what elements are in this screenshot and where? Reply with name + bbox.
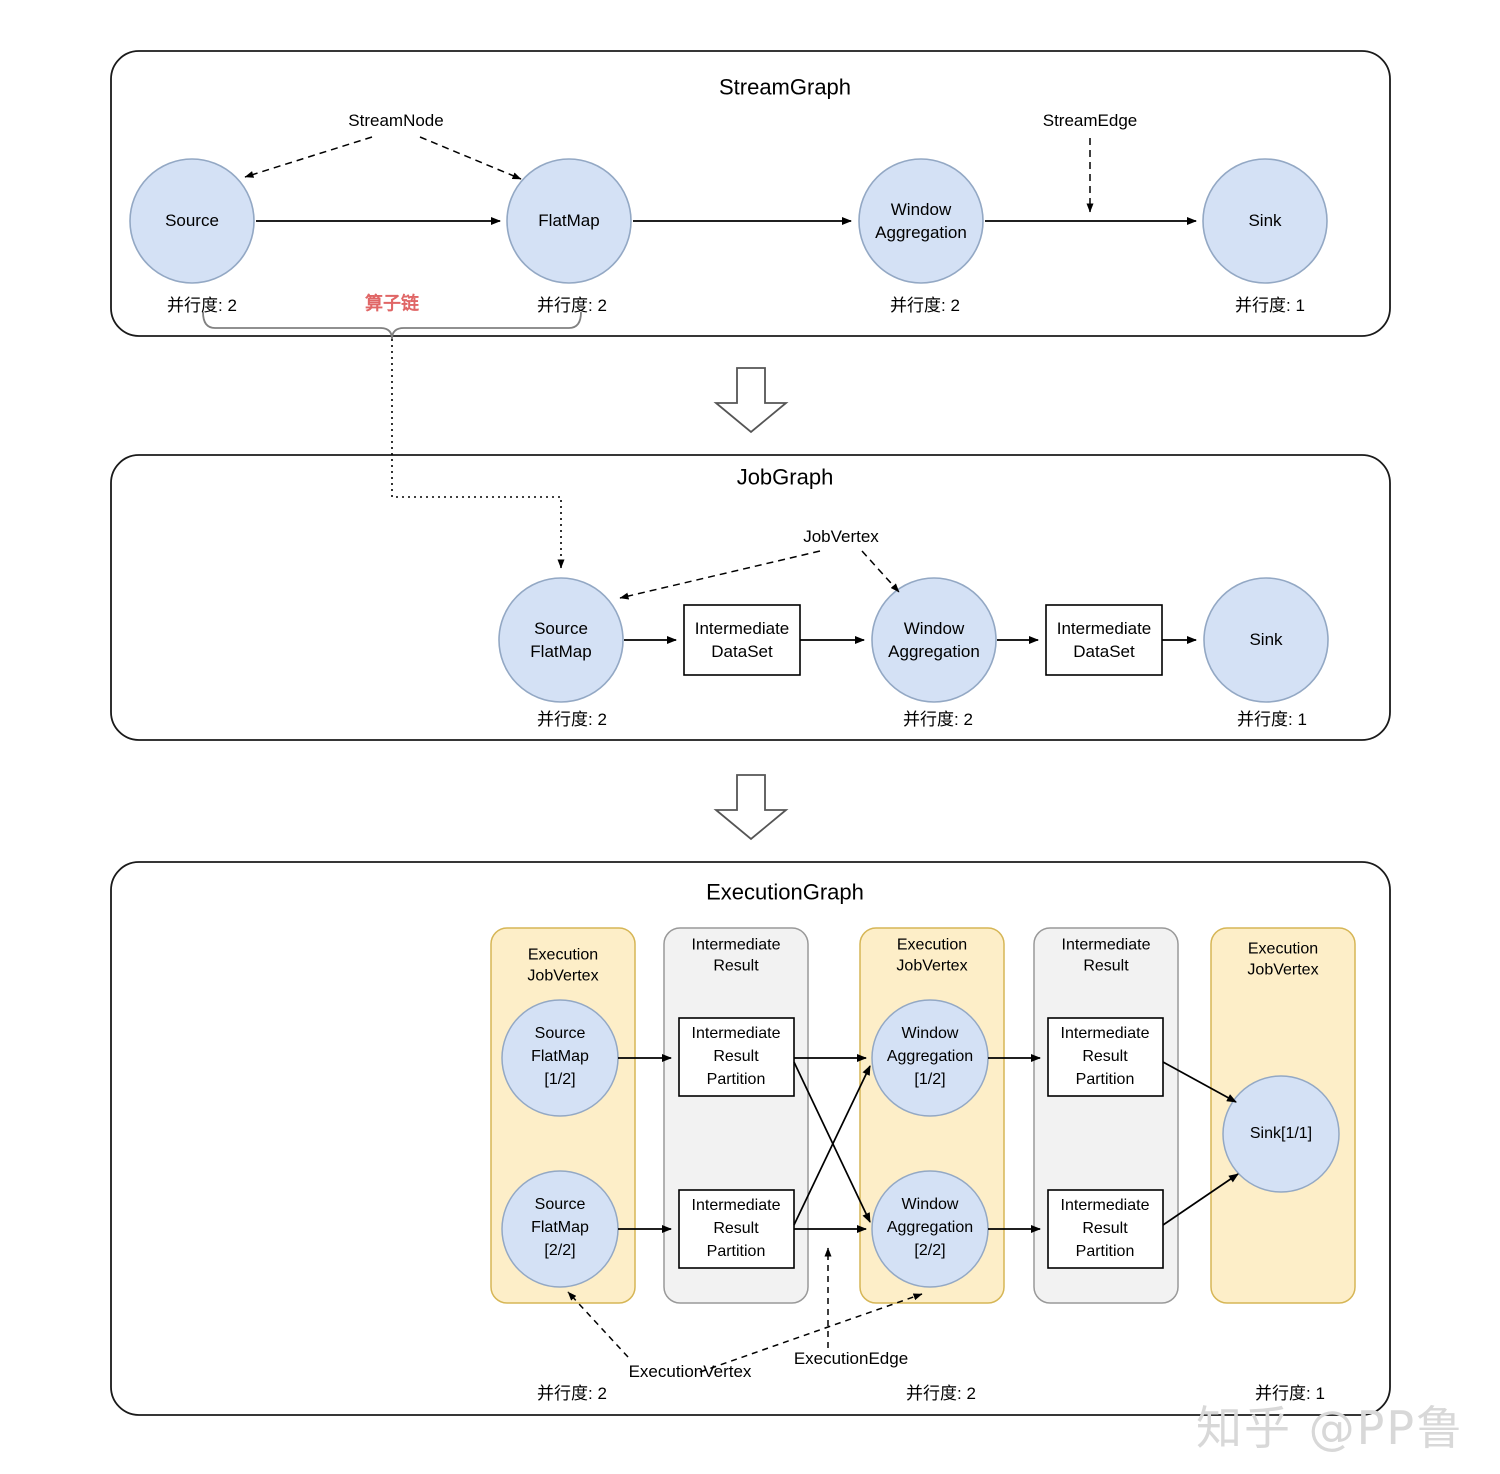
streamgraph-parallelism-window: 并行度: 2 [890,296,960,316]
execgraph-edge-p4-sink [1162,1173,1239,1226]
execgraph-vertex1-line1: Source [534,1024,586,1042]
execgraph-partition2-line2: Result [713,1219,759,1237]
watermark: 知乎 @PP鲁 [1196,1401,1465,1455]
executiongraph-col5-header-line1: Execution [1247,940,1319,958]
streamnode-label: StreamNode [348,111,444,131]
execgraph-vertex2-line3: [2/2] [544,1241,576,1259]
jobgraph-box-intermediate-dataset-2 [1045,604,1163,676]
execgraph-vertex5-label: Sink[1/1] [1249,1124,1313,1142]
jobgraph-parallelism-sink: 并行度: 1 [1237,710,1307,730]
streamgraph-parallelism-source: 并行度: 2 [167,296,237,316]
streamgraph-node-sink [1202,158,1328,284]
streamgraph-container [110,50,1391,337]
execgraph-partition4-line2: Result [1082,1219,1128,1237]
executiongraph-col1-header-line1: Execution [527,946,599,964]
execgraph-vertex3-line3: [1/2] [914,1070,946,1088]
jobgraph-node-sink-label: Sink [1249,630,1283,650]
executiongraph-col2-header-line1: Intermediate [691,936,781,954]
streamgraph-node-flatmap [506,158,632,284]
streamgraph-node-source [129,158,255,284]
executiongraph-title: ExecutionGraph [706,879,864,905]
execgraph-partition3-line1: Intermediate [1060,1024,1150,1042]
executiongraph-partition-4 [1047,1189,1164,1269]
executiongraph-partition-3 [1047,1017,1164,1097]
executiongraph-col2-header-line2: Result [713,957,759,975]
executiongraph-vertex-sink-1-1 [1222,1075,1340,1193]
jobgraph-box-1-line1: Intermediate [694,619,790,639]
execgraph-vertex2-line2: FlatMap [531,1218,589,1236]
streamgraph-title: StreamGraph [718,74,852,100]
streamgraph-node-window-aggregation [858,158,984,284]
jobvertex-label: JobVertex [803,527,879,547]
executiongraph-parallelism-2: 并行度: 2 [906,1384,976,1404]
jobgraph-node-source-flatmap-line2: FlatMap [530,642,592,662]
operator-chain-label: 算子链 [365,293,419,314]
execgraph-partition1-line1: Intermediate [691,1024,781,1042]
jobgraph-box-intermediate-dataset-1 [683,604,801,676]
executiongraph-col4-header-line1: Intermediate [1061,936,1151,954]
streamgraph-node-source-label: Source [165,211,219,231]
jobgraph-parallelism-window: 并行度: 2 [903,710,973,730]
jobgraph-box-1-line2: DataSet [711,642,773,662]
executiongraph-parallelism-3: 并行度: 1 [1255,1384,1325,1404]
jobgraph-node-window-line2: Aggregation [888,642,980,662]
executiongraph-parallelism-1: 并行度: 2 [537,1384,607,1404]
jobgraph-node-sink [1203,577,1329,703]
executiongraph-partition-2 [678,1189,795,1269]
executionvertex-callout-1 [567,1291,629,1358]
execgraph-partition1-line2: Result [713,1047,759,1065]
executionedge-label: ExecutionEdge [793,1349,909,1369]
jobgraph-node-source-flatmap-line1: Source [534,619,588,639]
streamgraph-parallelism-sink: 并行度: 1 [1235,296,1305,316]
execgraph-partition4-line1: Intermediate [1060,1196,1150,1214]
execgraph-vertex2-line1: Source [534,1195,586,1213]
jobgraph-node-window-aggregation [871,577,997,703]
execgraph-vertex4-line3: [2/2] [914,1241,946,1259]
jobgraph-box-2-line1: Intermediate [1056,619,1152,639]
execgraph-vertex4-line2: Aggregation [886,1218,974,1236]
jobgraph-node-window-line1: Window [903,619,965,639]
execgraph-partition3-line2: Result [1082,1047,1128,1065]
execgraph-vertex1-line2: FlatMap [531,1047,589,1065]
execgraph-edge-p3-sink [1162,1061,1237,1103]
execgraph-vertex3-line1: Window [901,1024,959,1042]
execgraph-vertex1-line3: [1/2] [544,1070,576,1088]
execgraph-edge-p1-wa2 [793,1061,871,1223]
executiongraph-col1-header-line2: JobVertex [527,967,599,985]
execgraph-partition2-line3: Partition [706,1242,766,1260]
execgraph-partition1-line3: Partition [706,1070,766,1088]
streamnode-callout-right [419,136,522,180]
jobgraph-to-executiongraph-arrow [713,774,789,841]
jobgraph-title: JobGraph [736,464,834,490]
streamgraph-parallelism-flatmap: 并行度: 2 [537,296,607,316]
streamgraph-node-flatmap-label: FlatMap [538,211,600,231]
streamgraph-to-jobgraph-arrow [713,367,789,434]
executiongraph-col4-header-line2: Result [1083,957,1129,975]
executiongraph-col5-header-line2: JobVertex [1247,961,1319,979]
executiongraph-col3-header-line2: JobVertex [896,957,968,975]
execgraph-partition2-line1: Intermediate [691,1196,781,1214]
jobvertex-callout-right [861,550,900,593]
chain-to-jobgraph-path [391,339,565,569]
streamgraph-node-window-label-line2: Aggregation [875,223,967,243]
jobgraph-box-2-line2: DataSet [1073,642,1135,662]
execgraph-edge-p2-wa1 [793,1065,871,1226]
streamgraph-node-sink-label: Sink [1248,211,1282,231]
executiongraph-col3-header-line1: Execution [896,936,968,954]
execgraph-vertex3-line2: Aggregation [886,1047,974,1065]
execgraph-partition3-line3: Partition [1075,1070,1135,1088]
executiongraph-partition-1 [678,1017,795,1097]
streamnode-callout-left [244,136,373,178]
jobgraph-parallelism-source-flatmap: 并行度: 2 [537,710,607,730]
streamgraph-node-window-label-line1: Window [890,200,952,220]
streamedge-label: StreamEdge [1042,111,1138,131]
execgraph-partition4-line3: Partition [1075,1242,1135,1260]
executionvertex-label: ExecutionVertex [628,1362,752,1382]
execgraph-vertex4-line1: Window [901,1195,959,1213]
jobgraph-container [110,454,1391,741]
jobgraph-node-source-flatmap [498,577,624,703]
jobvertex-callout-left [619,550,821,600]
